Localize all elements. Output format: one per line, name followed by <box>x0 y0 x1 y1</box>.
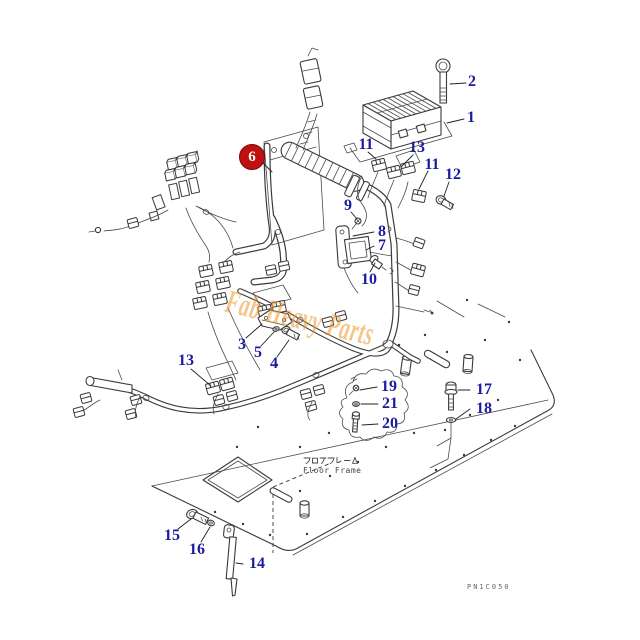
heater-unit <box>343 90 453 163</box>
callout-1: 1 <box>467 109 475 126</box>
connector-13-b <box>399 160 417 176</box>
callout-12: 12 <box>445 166 461 183</box>
relay-wires <box>343 251 393 294</box>
washer-21 <box>352 401 360 407</box>
screw-19 <box>348 376 360 396</box>
connector-11-mid <box>410 188 428 204</box>
connector-group-center <box>370 149 428 204</box>
drawing-code: PN1C050 <box>467 583 511 591</box>
connector-11-top <box>370 157 388 173</box>
washer-16 <box>207 519 215 527</box>
callout-15: 15 <box>164 527 180 544</box>
callout-20: 20 <box>382 415 398 432</box>
callout-2: 2 <box>468 73 476 90</box>
connector-bank <box>191 259 292 319</box>
connector-13-a <box>385 164 403 180</box>
detail-cloud <box>339 368 409 441</box>
callout-11: 11 <box>358 136 374 153</box>
callout-4: 4 <box>270 355 278 372</box>
bolt-12 <box>435 195 455 211</box>
heater-latch-a <box>397 128 409 139</box>
callout-5: 5 <box>254 344 262 361</box>
washer-18 <box>429 417 457 469</box>
branch-connector-a <box>412 236 426 250</box>
floor-frame-label-en: Floor Frame <box>303 466 362 475</box>
bar-end-clamps <box>344 174 370 202</box>
harness-tubes <box>95 142 421 414</box>
callout-3: 3 <box>238 336 246 353</box>
relay-box-7 <box>343 235 373 265</box>
panel-stud-left <box>299 500 310 519</box>
callout-8: 8 <box>378 223 386 240</box>
mounting-bolt-2 <box>435 58 451 104</box>
left-cluster-wires <box>88 205 237 263</box>
rail-right-connectors <box>142 339 394 421</box>
callout-18: 18 <box>476 400 492 417</box>
callout-19: 19 <box>381 378 397 395</box>
branch-connector-b <box>409 262 427 278</box>
bolt-4 <box>281 325 301 341</box>
rail-left-end <box>72 369 143 421</box>
bracket-3 <box>257 309 293 331</box>
panel-hidden-lines <box>272 462 332 553</box>
callout-14: 14 <box>249 555 265 572</box>
heater-latch-b <box>415 123 427 134</box>
callout-11: 11 <box>424 156 440 173</box>
floor-frame-label-jp: フロアフレーム <box>303 455 363 464</box>
floor-frame-label-jp-strokes <box>303 457 359 464</box>
panel-edge-hem <box>292 413 553 556</box>
callout-13: 13 <box>409 139 425 156</box>
branch-connector-c <box>407 283 421 297</box>
callout-9: 9 <box>344 197 352 214</box>
panel-stud-b <box>462 353 474 374</box>
panel-slot-right <box>423 349 451 369</box>
bolt-15 <box>186 508 210 525</box>
rod-14 <box>222 521 238 597</box>
left-relay-cluster <box>148 150 201 222</box>
callout-16: 16 <box>189 541 205 558</box>
top-connector-stack <box>295 47 324 151</box>
panel-back-edge <box>151 399 549 487</box>
center-wires <box>357 171 409 227</box>
callout-21: 21 <box>382 395 398 412</box>
washer-5 <box>272 326 280 332</box>
panel-front-edge <box>151 349 555 552</box>
sensor-10 <box>369 254 387 271</box>
bolt-17 <box>444 381 458 411</box>
panel-slot-left <box>269 487 293 503</box>
highlighted-callout-6: 6 <box>239 144 265 170</box>
panel-corner-hints <box>436 300 506 318</box>
callout-7: 7 <box>378 237 386 254</box>
heater-fins <box>367 92 437 120</box>
connector-13-group <box>204 360 239 415</box>
connector-13-flag <box>395 149 421 169</box>
callout-13: 13 <box>178 352 194 369</box>
bolt-20 <box>351 411 361 433</box>
panel-holes <box>213 298 522 537</box>
screw-9 <box>351 217 362 230</box>
leader-lines <box>177 82 471 565</box>
bank-wires <box>207 251 261 381</box>
callout-10: 10 <box>361 271 377 288</box>
panel-cutout <box>202 456 273 503</box>
callout-17: 17 <box>476 381 492 398</box>
trunk-branches <box>387 225 434 315</box>
midrail-connectors <box>296 309 348 329</box>
